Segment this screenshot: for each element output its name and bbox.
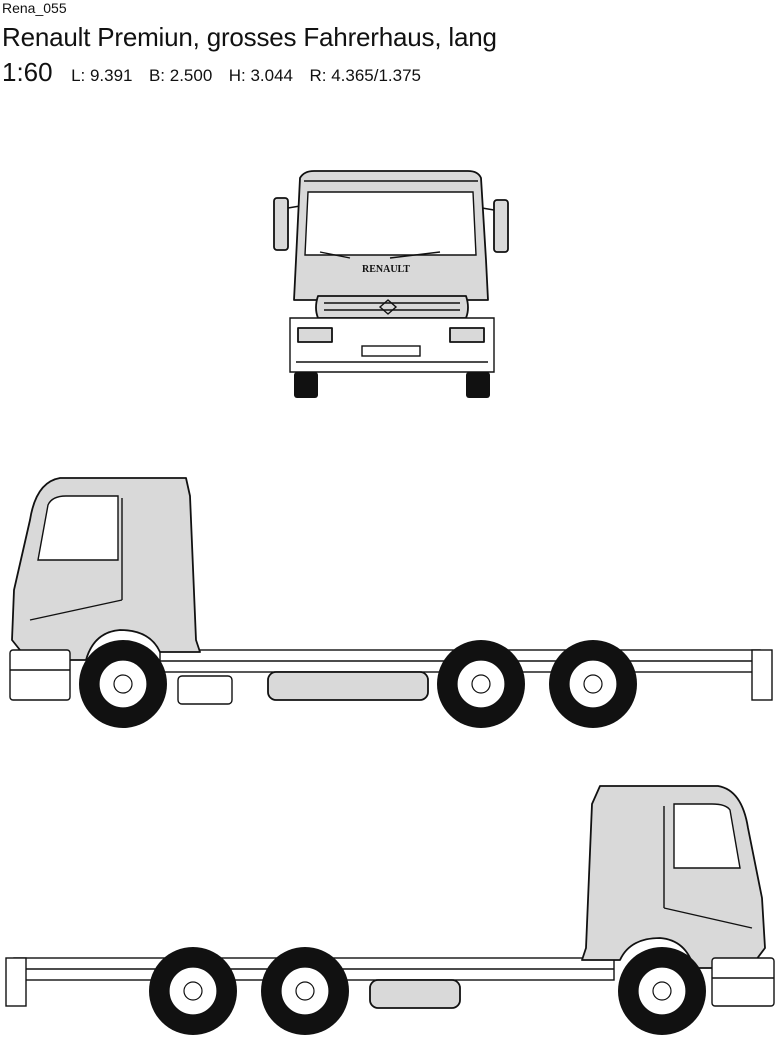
left-headlamp: [297, 327, 333, 343]
spec-height: H: 3.044: [228, 66, 294, 85]
left-mirror: [273, 197, 289, 251]
side-rear-wheel-1: [437, 640, 525, 728]
right-headlamp: [449, 327, 485, 343]
fuel-tank-right: [369, 979, 461, 1009]
side-rear-wheel-a: [149, 947, 237, 1035]
diamond-logo: [378, 299, 398, 315]
side-door-window-right: [673, 803, 741, 869]
spec-length: L: 9.391: [71, 66, 133, 85]
rear-end-frame: [751, 649, 773, 701]
front-bumper: [289, 317, 495, 373]
battery-box: [177, 675, 233, 705]
side-front-bumper: [9, 649, 71, 701]
side-rear-wheel-b: [261, 947, 349, 1035]
fuel-tank: [267, 671, 429, 701]
right-mirror: [493, 199, 509, 253]
front-right-tire: [466, 372, 490, 398]
drawing-title: Renault Premiun, grosses Fahrerhaus, lan…: [2, 22, 497, 52]
front-left-tire: [294, 372, 318, 398]
side-rear-wheel-2: [549, 640, 637, 728]
spec-width: B: 2.500: [148, 66, 213, 85]
lower-grille: [361, 345, 421, 357]
side-front-wheel-right: [618, 947, 706, 1035]
side-door-window: [37, 495, 119, 561]
spec-wheelbase: R: 4.365/1.375: [309, 66, 421, 85]
side-front-wheel: [79, 640, 167, 728]
scale-label: 1:60: [2, 57, 53, 87]
rear-end-frame-right: [5, 957, 27, 1007]
side-front-bumper-right: [711, 957, 775, 1007]
front-badge: RENAULT: [362, 264, 410, 275]
windshield: [304, 191, 477, 256]
drawing-code: Rena_055: [2, 0, 67, 16]
spec-line: 1:60 L: 9.391 B: 2.500 H: 3.044 R: 4.365…: [2, 57, 433, 88]
